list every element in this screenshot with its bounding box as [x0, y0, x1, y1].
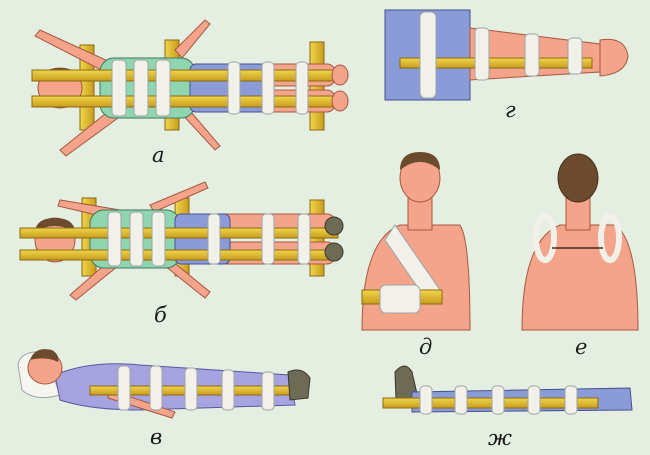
hair: [400, 152, 440, 170]
bandage: [155, 59, 171, 117]
bandage: [151, 211, 166, 267]
panel-label-v: в: [150, 425, 163, 449]
bandage: [117, 365, 131, 411]
bandage: [491, 385, 505, 415]
panel-label-a: а: [152, 143, 165, 167]
arm: [174, 19, 211, 59]
panel-label-g: г: [505, 98, 516, 122]
head-back: [557, 153, 599, 203]
long-splint: [382, 397, 599, 409]
panel-a-figure: [31, 19, 349, 157]
bandage: [227, 61, 241, 115]
bandage: [527, 385, 541, 415]
shoe: [324, 216, 344, 236]
foot: [331, 90, 349, 112]
panel-label-zh: ж: [488, 426, 512, 450]
long-splint: [399, 57, 593, 69]
bandage: [297, 213, 311, 265]
panel-label-e: е: [575, 335, 588, 359]
hair: [35, 218, 75, 232]
panel-b-figure: [19, 181, 344, 301]
bandage: [149, 365, 163, 411]
panel-v-figure: [17, 349, 311, 419]
arm: [34, 29, 111, 73]
shoulder-ring: [533, 213, 557, 263]
bandage: [524, 33, 540, 77]
bandage: [474, 27, 490, 81]
bandage: [261, 371, 275, 411]
shoe: [324, 242, 344, 262]
bandage: [107, 211, 122, 267]
bandage: [295, 61, 309, 115]
bandage: [454, 385, 468, 415]
bandage: [129, 211, 144, 267]
bandage: [261, 61, 275, 115]
shoe: [287, 369, 311, 401]
bandage: [564, 385, 578, 415]
panel-zh-figure: [382, 365, 633, 415]
hair: [30, 349, 59, 362]
bandage: [221, 369, 235, 411]
panel-label-b: б: [154, 303, 167, 327]
bandage: [261, 213, 275, 265]
bandage: [184, 367, 198, 411]
bandage: [419, 385, 433, 415]
bandage: [567, 37, 583, 75]
bandage: [207, 213, 221, 265]
foot: [331, 64, 349, 86]
foot: [599, 38, 629, 77]
bandage: [133, 59, 149, 117]
shoulder-ring: [598, 213, 622, 263]
bandage: [111, 59, 127, 117]
panel-label-d: д: [419, 335, 433, 359]
bandage: [379, 284, 421, 314]
panel-e-figure: [521, 153, 639, 331]
bandage: [419, 11, 437, 99]
panel-g-figure: [384, 9, 629, 101]
long-splint: [19, 249, 339, 261]
long-splint: [19, 227, 339, 239]
panel-d-figure: [361, 152, 471, 331]
